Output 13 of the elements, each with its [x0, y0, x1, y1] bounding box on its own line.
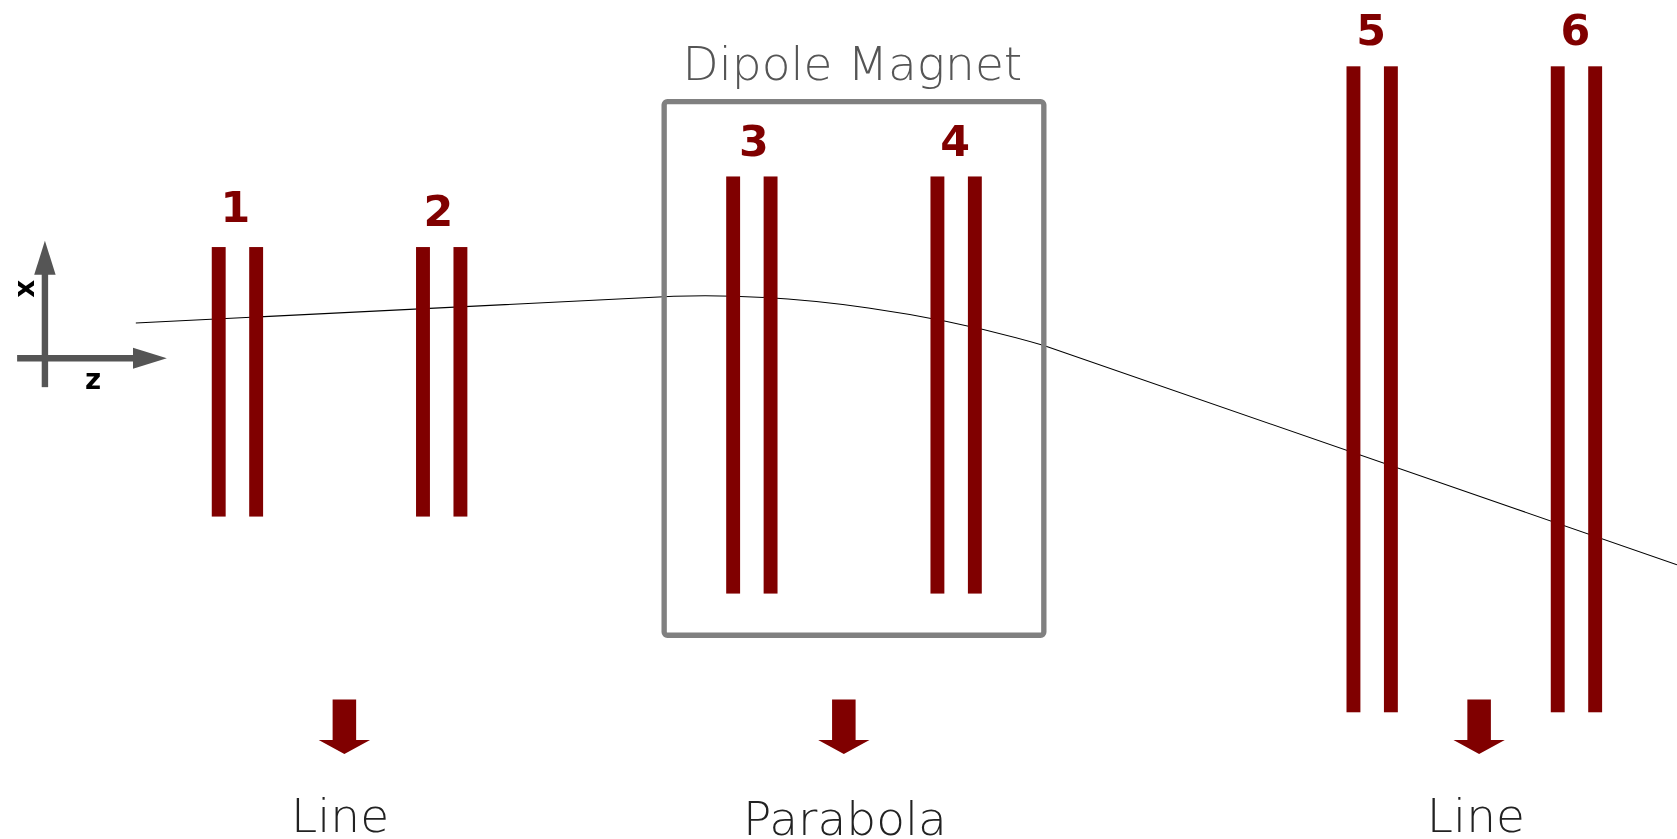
axis-label: x [10, 279, 39, 298]
plane-number: 3 [739, 119, 769, 163]
plane-number: 4 [940, 119, 970, 163]
plane-number: 1 [220, 186, 251, 229]
plane-number: 5 [1356, 8, 1386, 52]
plane-number: 6 [1560, 8, 1591, 52]
trajectory-label: Line [291, 792, 390, 839]
magnet-box [661, 98, 1047, 638]
trajectory-label: Parabola [743, 795, 947, 839]
trajectory-label: Line [1426, 792, 1525, 839]
magnet-title: Dipole Magnet [682, 40, 1023, 88]
plane-number: 2 [423, 189, 454, 233]
axis-label: z [84, 365, 102, 394]
